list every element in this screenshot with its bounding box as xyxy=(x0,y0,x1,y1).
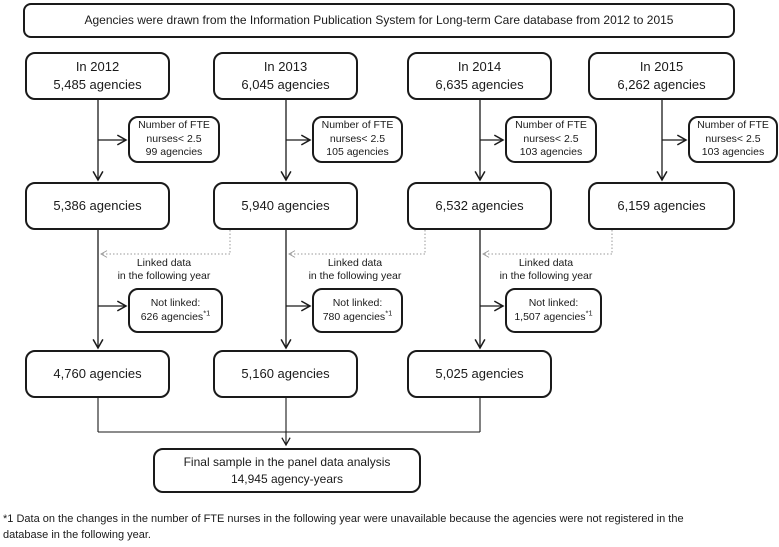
retained-to-linked-arrows xyxy=(92,230,486,350)
fte-count: 99 agencies xyxy=(145,146,203,159)
footnote-marker: *1 xyxy=(585,308,593,317)
agency-count: 5,386 agencies xyxy=(53,198,142,214)
not-linked-label: Not linked: xyxy=(150,296,201,309)
not-linked-box-2012: Not linked: 626 agencies*1 xyxy=(128,288,223,333)
final-sample-box: Final sample in the panel data analysis … xyxy=(153,448,421,493)
fte-line: nurses< 2.5 xyxy=(523,132,579,145)
not-linked-label: Not linked: xyxy=(528,296,579,309)
year-box-2015: In 2015 6,262 agencies xyxy=(588,52,735,100)
agency-count: 6,159 agencies xyxy=(617,198,706,214)
agency-count: 5,025 agencies xyxy=(435,366,524,382)
fte-count: 103 agencies xyxy=(519,146,583,159)
fte-line: Number of FTE xyxy=(138,119,210,132)
agency-count: 6,532 agencies xyxy=(435,198,524,214)
final-sample-label: Final sample in the panel data analysis xyxy=(183,455,391,470)
fte-count: 103 agencies xyxy=(701,146,765,159)
linked-data-label-2014-to-2013: Linked data in the following year xyxy=(308,257,402,283)
footnote-line: database in the following year. xyxy=(3,528,151,541)
not-linked-label: Not linked: xyxy=(332,296,383,309)
agency-count: 6,262 agencies xyxy=(617,77,706,92)
not-linked-count: 626 agencies*1 xyxy=(140,308,211,323)
retained-box-2014: 6,532 agencies xyxy=(407,182,552,230)
retained-box-2013: 5,940 agencies xyxy=(213,182,358,230)
footnote-marker: *1 xyxy=(203,308,211,317)
merge-connector xyxy=(97,398,481,447)
retained-box-2012: 5,386 agencies xyxy=(25,182,170,230)
agency-count: 6,045 agencies xyxy=(241,77,330,92)
linked-sample-box-2013: 5,160 agencies xyxy=(213,350,358,398)
linked-sample-box-2012: 4,760 agencies xyxy=(25,350,170,398)
year-box-2013: In 2013 6,045 agencies xyxy=(213,52,358,100)
year-label: In 2013 xyxy=(263,59,308,75)
linked-data-label-2015-to-2014: Linked data in the following year xyxy=(499,257,593,283)
year-label: In 2015 xyxy=(639,59,684,75)
year-label: In 2014 xyxy=(457,59,502,75)
not-linked-box-2014: Not linked: 1,507 agencies*1 xyxy=(505,288,602,333)
fte-line: nurses< 2.5 xyxy=(329,132,386,145)
year-label: In 2012 xyxy=(75,59,120,75)
fte-line: Number of FTE xyxy=(321,119,394,132)
agency-count: 5,940 agencies xyxy=(241,198,330,214)
footnote: *1 Data on the changes in the number of … xyxy=(3,512,776,544)
agency-count: 5,160 agencies xyxy=(241,366,330,382)
fte-filter-box-2013: Number of FTE nurses< 2.5 105 agencies xyxy=(312,116,403,163)
fte-line: Number of FTE xyxy=(515,119,587,132)
fte-line: Number of FTE xyxy=(697,119,769,132)
fte-count: 105 agencies xyxy=(326,146,389,159)
not-linked-count: 1,507 agencies*1 xyxy=(514,308,593,323)
year-box-2014: In 2014 6,635 agencies xyxy=(407,52,552,100)
title-text: Agencies were drawn from the Information… xyxy=(84,13,674,28)
agency-count: 5,485 agencies xyxy=(53,77,142,92)
linked-data-label-2013-to-2012: Linked data in the following year xyxy=(117,257,211,283)
agency-count: 6,635 agencies xyxy=(435,77,524,92)
linked-sample-box-2014: 5,025 agencies xyxy=(407,350,552,398)
agency-count: 4,760 agencies xyxy=(53,366,142,382)
linked-data-connectors xyxy=(100,230,613,258)
footnote-line: *1 Data on the changes in the number of … xyxy=(3,513,684,525)
final-sample-count: 14,945 agency-years xyxy=(230,471,344,486)
not-linked-box-2013: Not linked: 780 agencies*1 xyxy=(312,288,403,333)
fte-filter-box-2014: Number of FTE nurses< 2.5 103 agencies xyxy=(505,116,597,163)
title-box: Agencies were drawn from the Information… xyxy=(23,3,735,38)
footnote-marker: *1 xyxy=(385,308,393,317)
year-box-2012: In 2012 5,485 agencies xyxy=(25,52,170,100)
fte-line: nurses< 2.5 xyxy=(146,132,202,145)
fte-line: nurses< 2.5 xyxy=(705,132,761,145)
fte-filter-box-2015: Number of FTE nurses< 2.5 103 agencies xyxy=(688,116,778,163)
fte-filter-box-2012: Number of FTE nurses< 2.5 99 agencies xyxy=(128,116,220,163)
retained-box-2015: 6,159 agencies xyxy=(588,182,735,230)
not-linked-count: 780 agencies*1 xyxy=(322,308,393,323)
